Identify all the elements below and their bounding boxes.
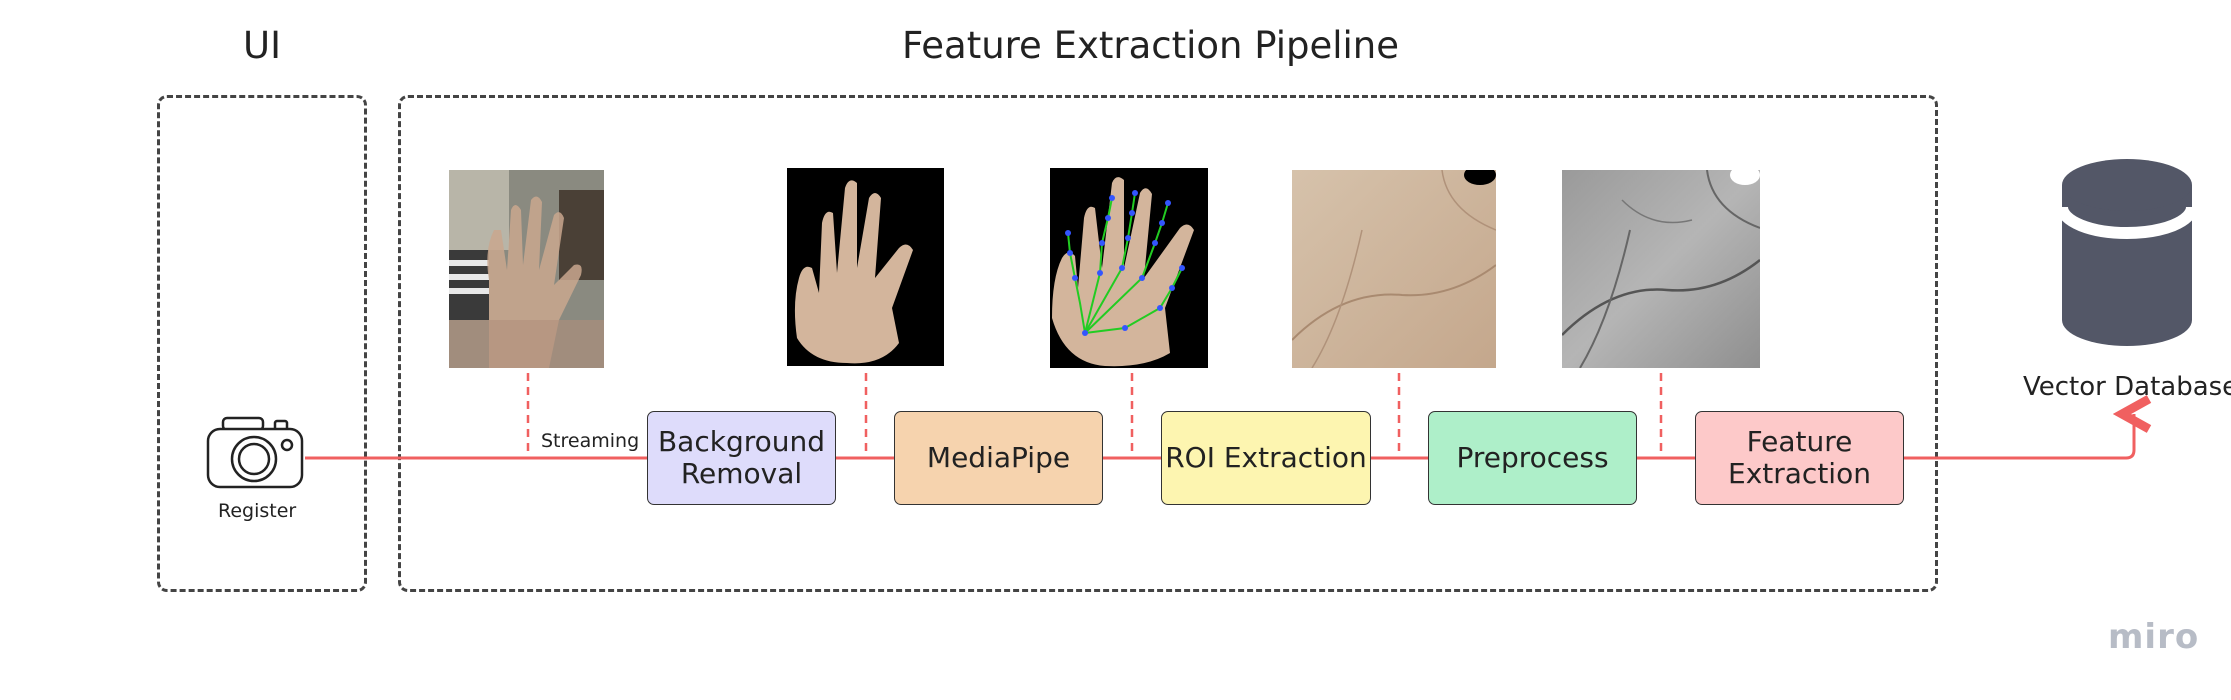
pipeline-section-title: Feature Extraction Pipeline (902, 24, 1400, 67)
stage-mediapipe[interactable]: MediaPipe (894, 411, 1103, 505)
preprocessed-palm-grayscale (1562, 170, 1760, 368)
vector-database-label: Vector Database (2023, 372, 2231, 402)
roi-palm-crop (1292, 170, 1496, 368)
flow-line-to-database (1904, 414, 2134, 460)
camera-icon[interactable] (205, 415, 305, 491)
stage-roi-extraction[interactable]: ROI Extraction (1161, 411, 1371, 505)
pipeline-frame (398, 95, 1938, 592)
miro-logo: miro (2108, 617, 2200, 657)
database-icon[interactable] (2056, 155, 2198, 350)
background-removed-hand (787, 168, 944, 366)
stage-background-removal[interactable]: Background Removal (647, 411, 836, 505)
ui-section-title: UI (243, 24, 281, 67)
stage-preprocess[interactable]: Preprocess (1428, 411, 1637, 505)
streaming-label: Streaming (541, 430, 640, 452)
register-label: Register (218, 500, 297, 522)
stage-feature-extraction[interactable]: Feature Extraction (1695, 411, 1904, 505)
raw-hand-photo (449, 170, 604, 368)
hand-landmarks (1050, 168, 1208, 368)
ui-frame (157, 95, 367, 592)
